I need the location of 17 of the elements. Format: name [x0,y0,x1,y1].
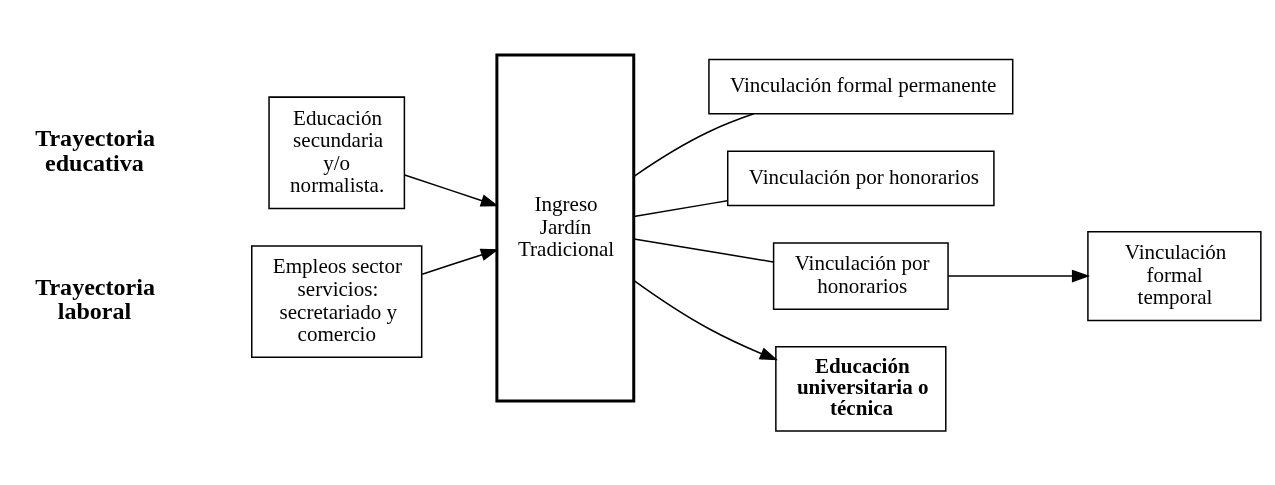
arrow [947,269,1090,282]
connector [633,199,729,217]
connector [633,237,774,263]
node-box: Educación secundaria y/o normalista. [268,95,406,209]
label: Trayectoria educativa [35,124,155,176]
node-box: Vinculación formal permanente [708,58,1014,114]
arrow [421,248,499,275]
node-box: Educación universitaria o técnica [775,345,947,432]
node-box: Vinculación formal temporal [1087,230,1262,321]
arrow [633,279,778,360]
arrow [403,173,499,207]
node-box: Empleos sector servicios: secretariado y comercio [251,244,423,358]
node-box: Ingreso Jardín Tradicional [495,53,636,402]
node-box: Vinculación por honorarios [772,241,949,310]
label: Trayectoria laboral [35,273,155,324]
connector [633,112,755,177]
node-box: Vinculación por honorarios [727,150,995,206]
